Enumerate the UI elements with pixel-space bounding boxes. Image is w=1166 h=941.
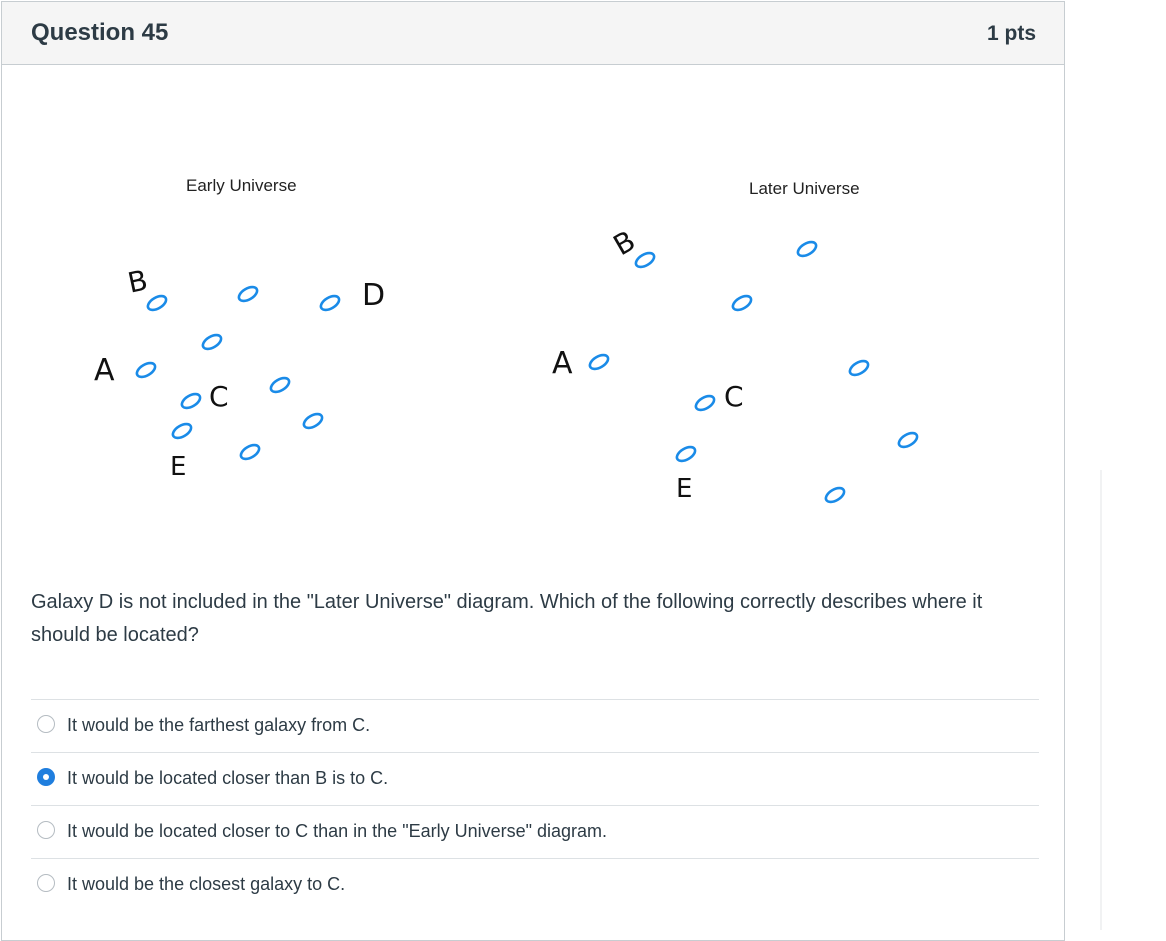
early-label-b: B <box>125 263 151 299</box>
question-text: Galaxy D is not included in the "Later U… <box>31 591 983 646</box>
early-galaxy-e <box>169 419 195 443</box>
early-galaxy-5 <box>237 440 263 464</box>
later-galaxy-4 <box>895 428 921 452</box>
answer-option-2[interactable]: It would be located closer than B is to … <box>31 752 1039 805</box>
early-galaxy-1 <box>235 282 261 306</box>
radio-button-checked-icon[interactable] <box>37 768 55 786</box>
later-galaxy-c <box>692 391 718 415</box>
later-universe-title: Later Universe <box>749 179 860 198</box>
later-galaxy-1 <box>794 237 820 261</box>
early-galaxy-2 <box>199 330 225 354</box>
question-title: Question 45 <box>31 19 169 46</box>
answer-label: It would be located closer to C than in … <box>67 821 608 841</box>
later-label-a: A <box>552 346 573 381</box>
early-label-e: E <box>170 452 186 482</box>
question-header: Question 45 1 pts <box>2 2 1064 65</box>
later-galaxy-e <box>673 442 699 466</box>
answer-option-1[interactable]: It would be the farthest galaxy from C. <box>31 699 1039 752</box>
question-card: Question 45 1 pts Early Universe B D <box>1 1 1065 941</box>
page-divider <box>1100 470 1102 930</box>
later-label-c: C <box>724 380 744 413</box>
early-galaxy-a <box>133 358 159 382</box>
early-label-d: D <box>362 278 385 313</box>
later-galaxy-3 <box>846 356 872 380</box>
answer-list: It would be the farthest galaxy from C. … <box>31 699 1039 911</box>
radio-button-icon[interactable] <box>37 821 55 839</box>
early-galaxy-4 <box>300 409 326 433</box>
later-galaxy-5 <box>822 483 848 507</box>
early-label-c: C <box>209 380 229 413</box>
radio-button-icon[interactable] <box>37 715 55 733</box>
early-universe-title: Early Universe <box>186 176 297 195</box>
later-galaxy-2 <box>729 291 755 315</box>
question-points: 1 pts <box>986 22 1036 45</box>
answer-label: It would be the farthest galaxy from C. <box>67 715 371 735</box>
later-label-e: E <box>676 474 692 504</box>
later-galaxy-a <box>586 350 612 374</box>
early-galaxy-c <box>178 389 204 413</box>
early-galaxy-b <box>144 291 170 315</box>
universe-diagram: Early Universe B D A C E Later Universe <box>2 65 1064 535</box>
radio-button-icon[interactable] <box>37 874 55 892</box>
answer-option-3[interactable]: It would be located closer to C than in … <box>31 805 1039 858</box>
answer-label: It would be located closer than B is to … <box>67 768 389 788</box>
early-galaxy-d <box>317 291 343 315</box>
later-label-b: B <box>608 224 641 262</box>
answer-label: It would be the closest galaxy to C. <box>67 874 346 894</box>
early-label-a: A <box>94 353 115 388</box>
early-galaxy-3 <box>267 373 293 397</box>
answer-option-4[interactable]: It would be the closest galaxy to C. <box>31 858 1039 911</box>
